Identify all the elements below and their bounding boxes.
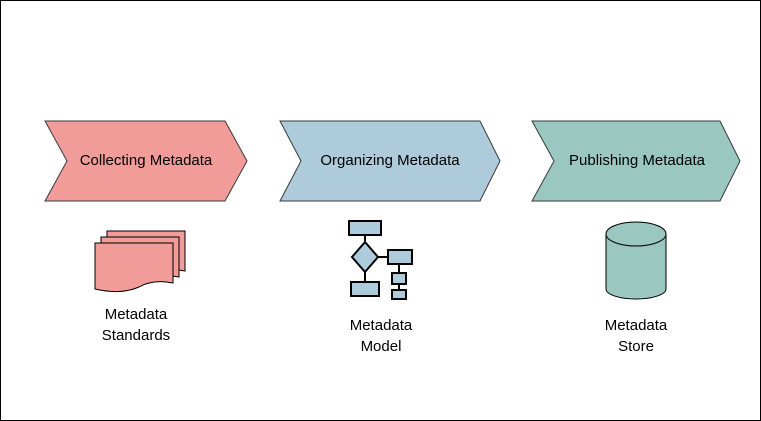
label-line: Metadata	[349, 317, 413, 334]
documents-icon[interactable]	[94, 230, 186, 293]
stage-title: Collecting Metadata	[80, 152, 213, 169]
label-line: Metadata	[104, 306, 168, 323]
stage-chevron-organizing[interactable]: Organizing Metadata	[279, 120, 501, 202]
stage-title: Organizing Metadata	[320, 152, 460, 169]
artifact-label-store: Metadata Store	[576, 315, 696, 357]
artifact-label-standards: Metadata Standards	[76, 304, 196, 346]
label-line: Model	[360, 338, 402, 355]
stage-chevron-publishing[interactable]: Publishing Metadata	[531, 120, 741, 202]
chevron-shape	[531, 120, 741, 202]
database-cylinder-icon[interactable]	[605, 221, 667, 300]
flowchart-icon[interactable]	[348, 220, 413, 300]
stage-chevron-collecting[interactable]: Collecting Metadata	[44, 120, 248, 202]
chevron-shape	[279, 120, 501, 202]
label-line: Standards	[101, 327, 171, 344]
label-line: Metadata	[604, 317, 668, 334]
stage-title: Publishing Metadata	[569, 152, 706, 169]
artifact-label-model: Metadata Model	[321, 315, 441, 357]
label-line: Store	[618, 338, 654, 355]
chevron-shape	[44, 120, 248, 202]
